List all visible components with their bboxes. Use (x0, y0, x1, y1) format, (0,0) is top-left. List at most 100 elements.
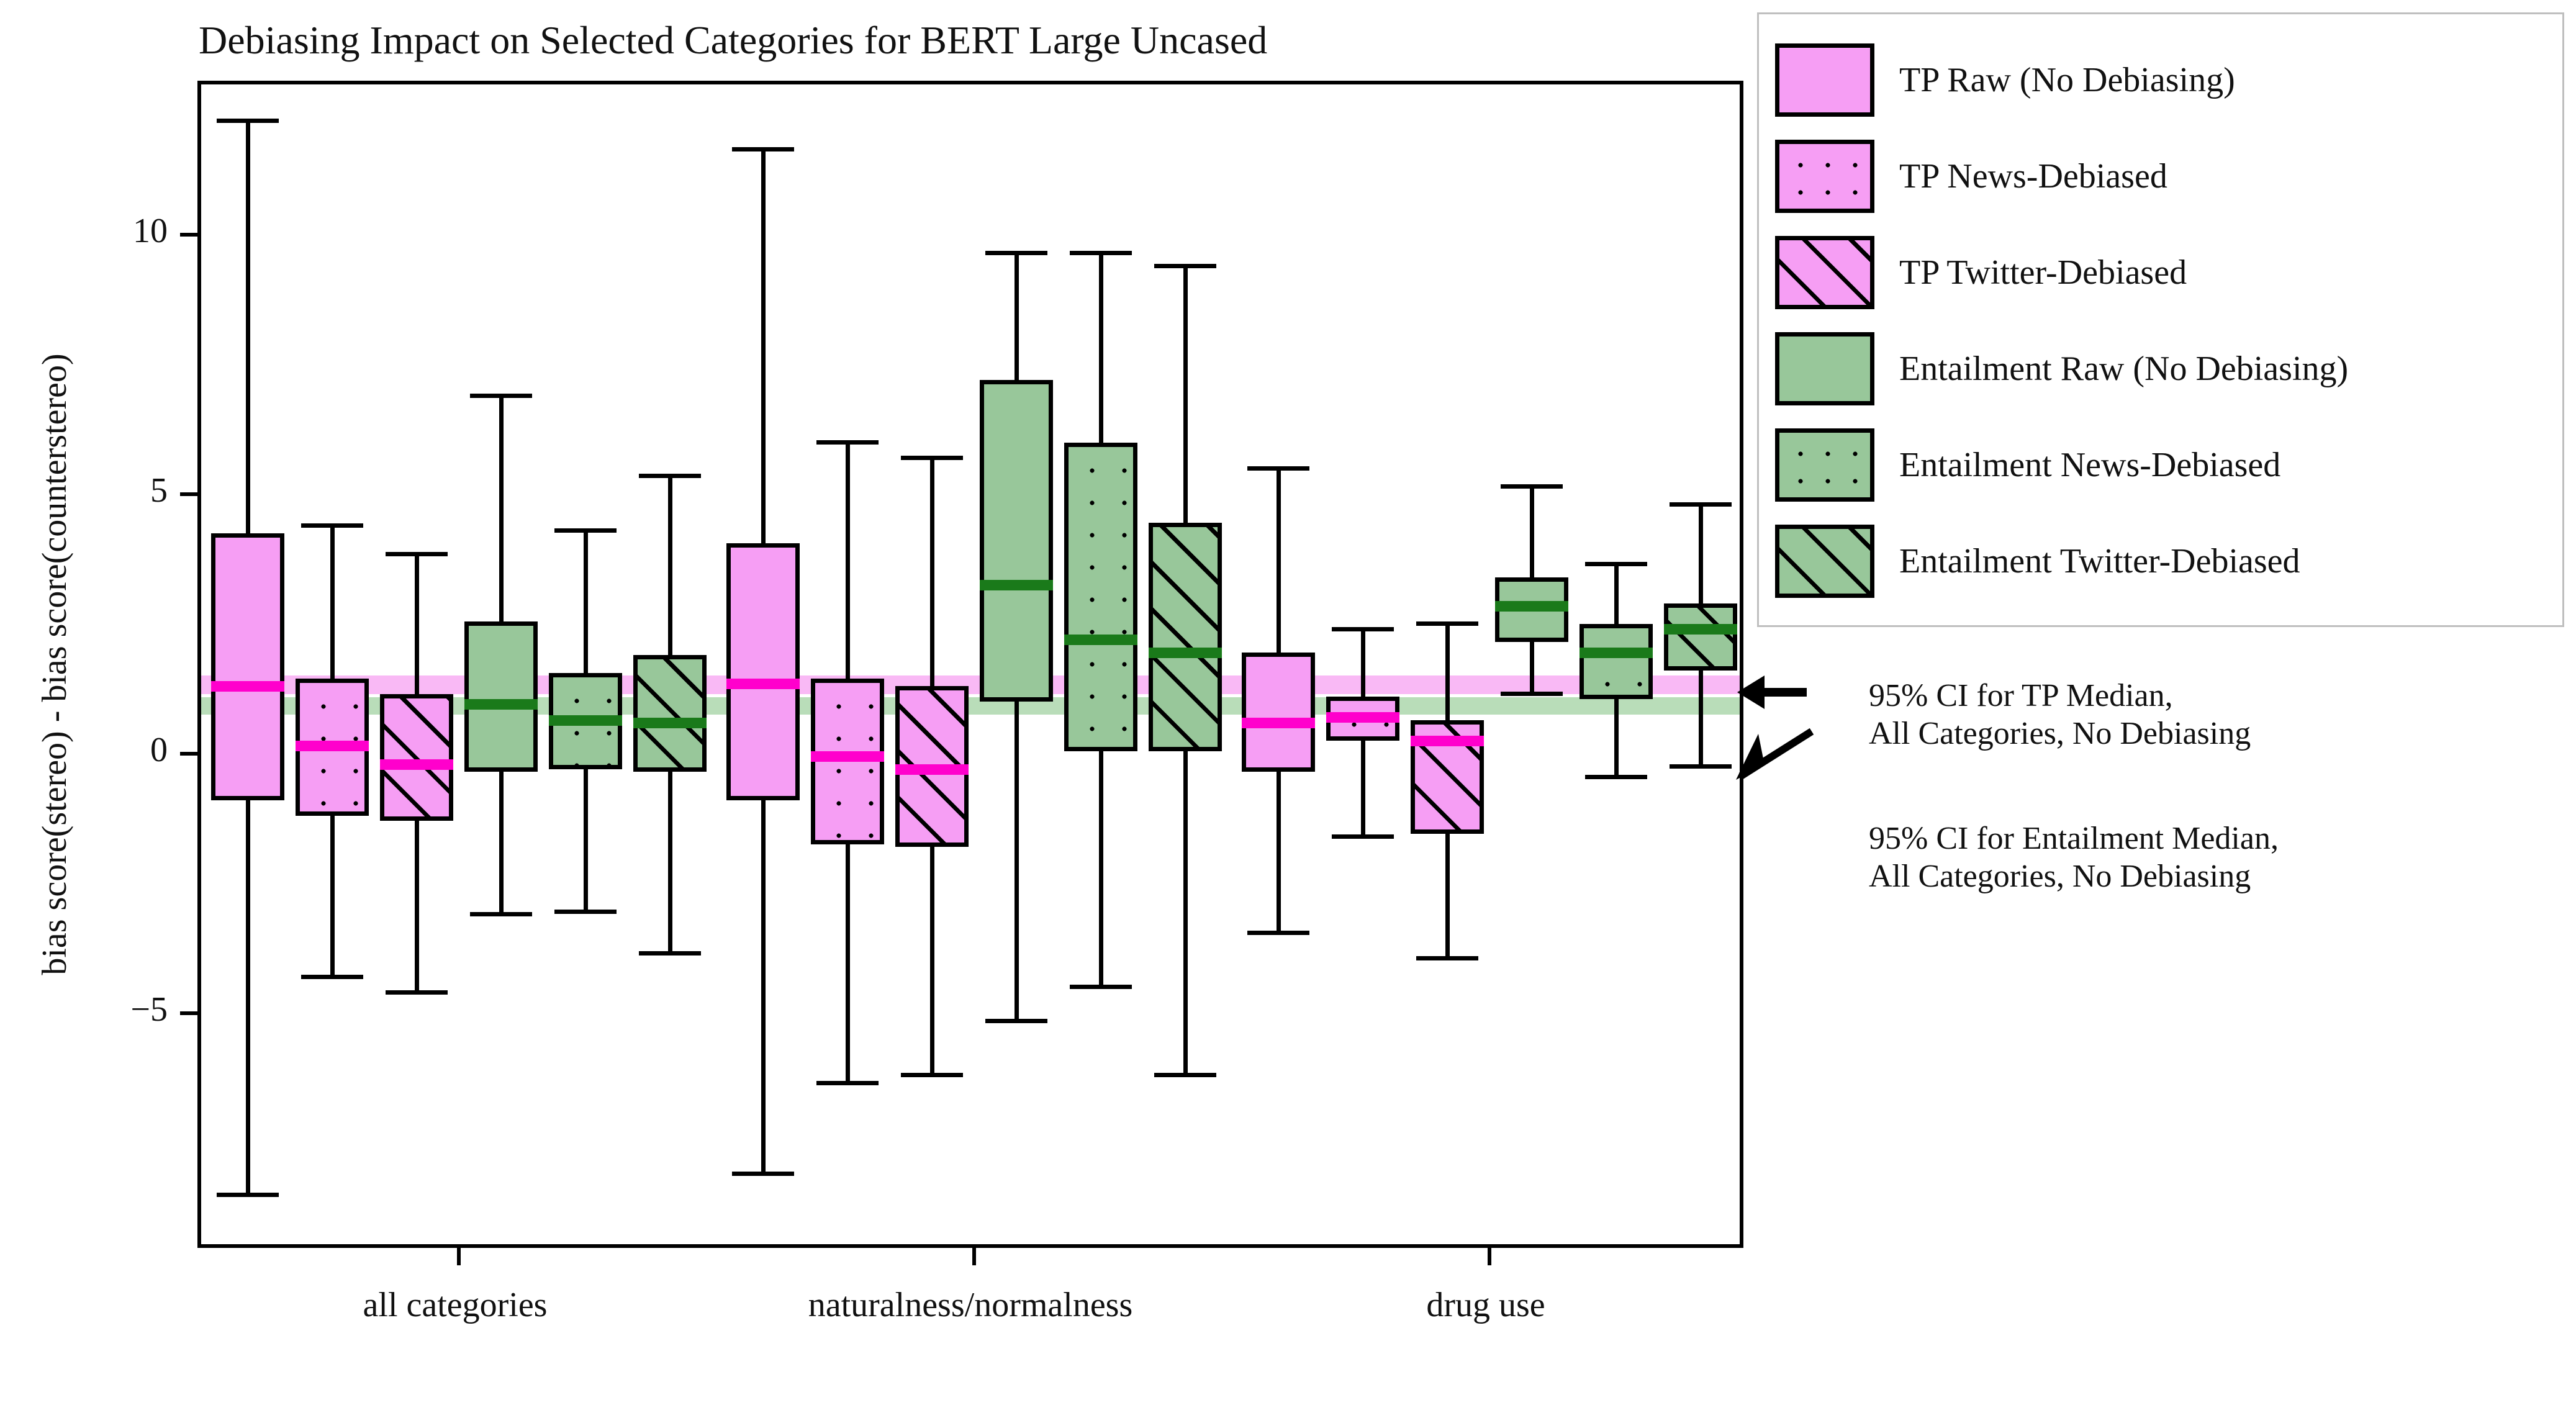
y-axis-tick (180, 233, 201, 237)
y-axis-tick-label: 0 (150, 730, 168, 769)
y-axis-tick (180, 751, 201, 756)
median-line (895, 764, 969, 775)
whisker-cap-low (1154, 1073, 1216, 1078)
whisker-cap-high (1670, 502, 1732, 507)
plot-area (201, 84, 1740, 1244)
y-axis-tick-label: 10 (133, 212, 168, 251)
whisker-cap-low (816, 1080, 879, 1085)
whisker-cap-high (1247, 466, 1309, 471)
median-line (296, 741, 369, 752)
boxplot-item (201, 84, 1740, 1244)
legend-swatch (1775, 332, 1874, 405)
legend-swatch (1775, 428, 1874, 502)
whisker-cap-high (639, 474, 701, 479)
y-axis-tick (180, 1011, 201, 1015)
legend-label: Entailment News-Debiased (1899, 445, 2281, 484)
whisker-cap-low (639, 951, 701, 956)
box-iqr (1664, 603, 1737, 671)
box-iqr (464, 621, 538, 772)
diagonal-hatch-pattern (1779, 528, 1870, 594)
median-line (980, 580, 1053, 591)
legend-label: TP News-Debiased (1899, 156, 2167, 196)
x-axis-tick (457, 1244, 461, 1265)
x-axis-tick (972, 1244, 976, 1265)
whisker-cap-high (985, 251, 1047, 256)
whisker-cap-low (1416, 956, 1478, 961)
median-line (1579, 647, 1653, 658)
chart-title: Debiasing Impact on Selected Categories … (199, 18, 1268, 62)
median-line (1411, 735, 1484, 746)
y-axis-title: bias score(stereo) - bias score(counters… (35, 353, 74, 975)
whisker-cap-high (816, 440, 879, 445)
whisker-cap-high (1070, 251, 1132, 256)
whisker-cap-low (1247, 930, 1309, 935)
boxplot-item (201, 84, 1740, 1244)
whisker-cap-high (1332, 626, 1394, 631)
x-axis-tick (1488, 1244, 1491, 1265)
dot-hatch-pattern (1779, 432, 1870, 497)
x-axis-tick-label: drug use (1426, 1286, 1545, 1324)
whisker-cap-high (301, 523, 363, 528)
y-axis-tick-label: 5 (150, 471, 168, 510)
median-line (633, 717, 707, 728)
whisker-cap-low (470, 912, 532, 917)
whisker-cap-low (1332, 834, 1394, 839)
whisker-cap-low (985, 1018, 1047, 1023)
y-axis-tick-label: −5 (130, 990, 168, 1029)
whisker-cap-low (217, 1192, 279, 1197)
dot-hatch-pattern (1779, 143, 1870, 209)
whisker-cap-high (217, 118, 279, 123)
box-iqr (726, 543, 800, 801)
median-line (811, 751, 884, 762)
annotation-entailment-ci: 95% CI for Entailment Median, All Catego… (1869, 821, 2279, 895)
boxplot-item (201, 84, 1740, 1244)
median-line (380, 759, 453, 770)
legend-item-4[interactable]: Entailment Raw (No Debiasing) (1775, 320, 2546, 417)
legend-label: TP Twitter-Debiased (1899, 253, 2187, 292)
legend-item-6[interactable]: Entailment Twitter-Debiased (1775, 513, 2546, 609)
whisker-cap-low (1585, 774, 1647, 779)
diagonal-hatch-pattern (1779, 240, 1870, 305)
x-axis-tick-label: all categories (363, 1286, 548, 1324)
boxplot-item (201, 84, 1740, 1244)
whisker-cap-high (386, 551, 448, 556)
legend-item-5[interactable]: Entailment News-Debiased (1775, 417, 2546, 513)
median-line (726, 679, 800, 690)
box-iqr (211, 533, 284, 801)
legend-item-2[interactable]: TP News-Debiased (1775, 128, 2546, 224)
legend-item-3[interactable]: TP Twitter-Debiased (1775, 224, 2546, 320)
median-line (1149, 647, 1222, 658)
whisker-cap-low (1670, 764, 1732, 769)
box-iqr (980, 380, 1053, 702)
whisker-cap-low (301, 974, 363, 979)
whisker-cap-low (1501, 692, 1563, 697)
boxplot-item (201, 84, 1740, 1244)
legend-swatch (1775, 235, 1874, 309)
legend-swatch (1775, 524, 1874, 598)
annotation-tp-ci: 95% CI for TP Median, All Categories, No… (1869, 678, 2251, 752)
median-line (1326, 712, 1399, 723)
whisker-cap-high (1585, 562, 1647, 567)
median-line (464, 699, 538, 710)
whisker-cap-high (1416, 621, 1478, 626)
y-axis-tick (180, 492, 201, 497)
legend-swatch (1775, 139, 1874, 213)
legend-swatch (1775, 43, 1874, 117)
boxplot-item (201, 84, 1740, 1244)
whisker-cap-high (901, 456, 963, 461)
whisker-cap-low (901, 1073, 963, 1078)
whisker-cap-high (732, 147, 794, 151)
whisker-cap-low (386, 990, 448, 995)
median-line (549, 715, 622, 726)
legend-item-1[interactable]: TP Raw (No Debiasing) (1775, 32, 2546, 128)
legend-label: Entailment Raw (No Debiasing) (1899, 349, 2349, 388)
whisker-cap-low (1070, 985, 1132, 990)
whisker-cap-low (554, 910, 617, 915)
median-line (1242, 717, 1315, 728)
plot-axes (180, 81, 1743, 1265)
legend-box: TP Raw (No Debiasing) TP News-Debiased TP … (1757, 12, 2564, 627)
x-axis-tick-label: naturalness/normalness (808, 1286, 1133, 1324)
whisker-cap-high (1154, 263, 1216, 268)
whisker-cap-high (1501, 484, 1563, 489)
